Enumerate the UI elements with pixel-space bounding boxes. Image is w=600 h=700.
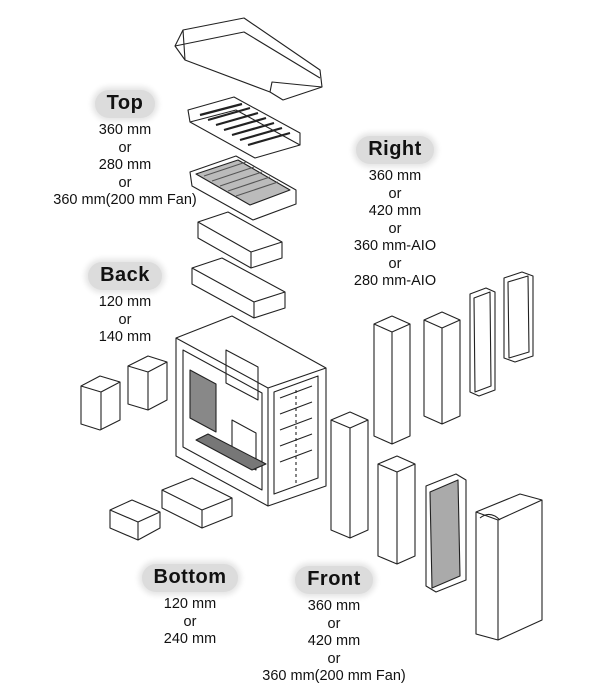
top-label-group: Top 360 mm or 280 mm or 360 mm(200 mm Fa…: [40, 90, 210, 210]
front-line-1: 360 mm: [307, 598, 361, 614]
bottom-radiators: [109, 477, 233, 541]
bottom-line-2: or: [183, 613, 197, 630]
front-radiators: [330, 411, 467, 593]
back-label-group: Back 120 mm or 140 mm: [60, 262, 190, 347]
right-line-7: 280 mm-AIO: [353, 273, 437, 289]
right-radiators: [373, 271, 534, 445]
chassis: [175, 315, 327, 507]
back-line-1: 120 mm: [98, 294, 152, 310]
bottom-label-group: Bottom 120 mm or 240 mm: [130, 564, 250, 649]
top-line-3: 280 mm: [98, 157, 152, 173]
back-badge: Back: [88, 262, 162, 290]
top-radiator-bracket: [187, 96, 301, 159]
front-line-3: 420 mm: [307, 633, 361, 649]
top-cover-panel: [174, 17, 323, 101]
top-badge: Top: [94, 90, 156, 118]
bottom-badge: Bottom: [141, 564, 239, 592]
bottom-line-1: 120 mm: [163, 596, 217, 612]
front-label-group: Front 360 mm or 420 mm or 360 mm(200 mm …: [244, 566, 424, 686]
front-panel: [475, 493, 543, 641]
right-line-6: or: [388, 255, 402, 272]
top-line-2: or: [118, 139, 132, 156]
top-line-5: 360 mm(200 mm Fan): [53, 192, 197, 208]
back-line-2: or: [118, 311, 132, 328]
top-line-4: or: [118, 174, 132, 191]
front-line-5: 360 mm(200 mm Fan): [262, 668, 406, 684]
right-badge: Right: [356, 136, 434, 164]
right-line-5: 360 mm-AIO: [353, 238, 437, 254]
right-line-2: or: [388, 185, 402, 202]
right-line-3: 420 mm: [368, 203, 422, 219]
back-line-3: 140 mm: [98, 329, 152, 345]
right-label-group: Right 360 mm or 420 mm or 360 mm-AIO or …: [335, 136, 455, 291]
front-badge: Front: [295, 566, 373, 594]
bottom-line-3: 240 mm: [163, 631, 217, 647]
front-line-2: or: [327, 615, 341, 632]
back-fans: [80, 355, 168, 431]
right-line-4: or: [388, 220, 402, 237]
top-line-1: 360 mm: [98, 122, 152, 138]
top-radiator: [189, 155, 297, 221]
front-line-4: or: [327, 650, 341, 667]
right-line-1: 360 mm: [368, 168, 422, 184]
top-small-radiators: [191, 211, 286, 319]
